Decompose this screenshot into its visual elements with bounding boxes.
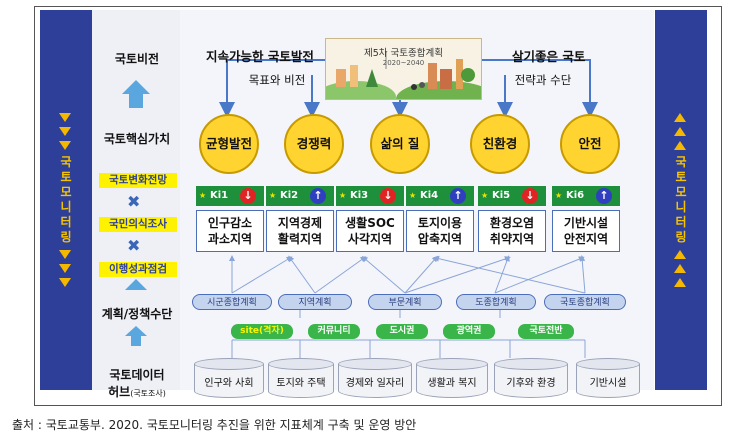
star-icon: ★	[339, 191, 347, 200]
value-safety: 안전	[560, 114, 620, 174]
arrow-up-icon: ↑	[310, 188, 326, 204]
down-arrow-icon	[59, 113, 71, 122]
value-balanced-development: 균형발전	[199, 114, 259, 174]
database-life-welfare: 생활과 복지	[416, 358, 488, 398]
arrow-up-icon: ↑	[450, 188, 466, 204]
down-arrow-icon	[59, 264, 71, 273]
plan-title: 제5차 국토종합계획	[364, 48, 443, 59]
star-icon: ★	[555, 191, 563, 200]
up-arrow-icon	[125, 326, 147, 336]
right-slogan: 살기좋은 국토	[512, 49, 586, 64]
indicator-ki4: ★Ki4↑	[406, 186, 474, 206]
plan-period: 2020~2040	[382, 59, 425, 67]
star-icon: ★	[409, 191, 417, 200]
indicator-ki1: ★Ki1↓	[196, 186, 264, 206]
scale-pill-site: site(격자)	[231, 324, 293, 339]
database-economy-jobs: 경제와 일자리	[338, 358, 412, 398]
up-arrow-icon	[674, 264, 686, 273]
plan-pill-national: 국토종합계획	[544, 294, 626, 310]
database-population-society: 인구와 사회	[194, 358, 264, 398]
source-caption: 출처 : 국토교통부. 2020. 국토모니터링 추진을 위한 지표체계 구축 …	[12, 418, 417, 432]
value-eco-friendly: 친환경	[470, 114, 530, 174]
data-hub-label: 국토데이터 허브(국토조사)	[108, 368, 166, 399]
up-arrow-icon	[125, 279, 147, 290]
cross-icon: ✖	[127, 236, 141, 255]
arrow-down-icon: ↓	[522, 188, 538, 204]
plan-illustration	[326, 51, 481, 99]
plan-pill-sectoral: 부문계획	[368, 294, 442, 310]
value-competitiveness: 경쟁력	[284, 114, 344, 174]
arrow-down-icon: ↓	[380, 188, 396, 204]
indicator-ki5: ★Ki5↓	[478, 186, 546, 206]
up-arrow-icon	[674, 113, 686, 122]
down-arrow-icon	[59, 127, 71, 136]
down-arrow-icon	[59, 141, 71, 150]
strategy-label: 전략과 수단	[514, 73, 572, 87]
indicator-ki6: ★Ki6↑	[552, 186, 620, 206]
left-slogan: 지속가능한 국토발전	[206, 49, 314, 64]
badge-opinion-survey: 국민의식조사	[99, 217, 177, 232]
indicator-ki2: ★Ki2↑	[266, 186, 334, 206]
plan-pill-city-county: 시군종합계획	[192, 294, 272, 310]
core-value-label: 국토핵심가치	[103, 132, 171, 146]
down-arrow-icon	[59, 278, 71, 287]
arrow-down-icon: ↓	[240, 188, 256, 204]
arrow-up-icon: ↑	[596, 188, 612, 204]
plan-pill-regional: 지역계획	[278, 294, 352, 310]
down-arrow-icon	[59, 250, 71, 259]
database-climate-environment: 기후와 환경	[494, 358, 568, 398]
indicator-ki3: ★Ki3↓	[336, 186, 404, 206]
badge-performance-check: 이행성과점검	[99, 262, 177, 277]
plan-pill-provincial: 도종합계획	[456, 294, 536, 310]
national-plan-cover-image: 제5차 국토종합계획 2020~2040	[325, 38, 482, 100]
cross-icon: ✖	[127, 192, 141, 211]
vision-label: 국토비전	[114, 52, 160, 66]
database-land-housing: 토지와 주택	[268, 358, 334, 398]
arrow-stem	[129, 94, 143, 108]
scale-pill-urban: 도시권	[376, 324, 428, 339]
badge-change-outlook: 국토변화전망	[99, 173, 177, 188]
plan-means-label: 계획/정책수단	[101, 307, 173, 321]
value-quality-of-life: 삶의 질	[370, 114, 430, 174]
goal-label: 목표와 비전	[248, 73, 306, 87]
scale-pill-nationwide: 국토전반	[518, 324, 574, 339]
up-arrow-icon	[122, 80, 150, 94]
database-infrastructure: 기반시설	[576, 358, 640, 398]
star-icon: ★	[481, 191, 489, 200]
star-icon: ★	[199, 191, 207, 200]
arrow-stem	[131, 336, 141, 346]
up-arrow-icon	[674, 141, 686, 150]
scale-pill-community: 커뮤니티	[308, 324, 360, 339]
scale-pill-metropolitan: 광역권	[443, 324, 495, 339]
up-arrow-icon	[674, 278, 686, 287]
up-arrow-icon	[674, 250, 686, 259]
star-icon: ★	[269, 191, 277, 200]
up-arrow-icon	[674, 127, 686, 136]
